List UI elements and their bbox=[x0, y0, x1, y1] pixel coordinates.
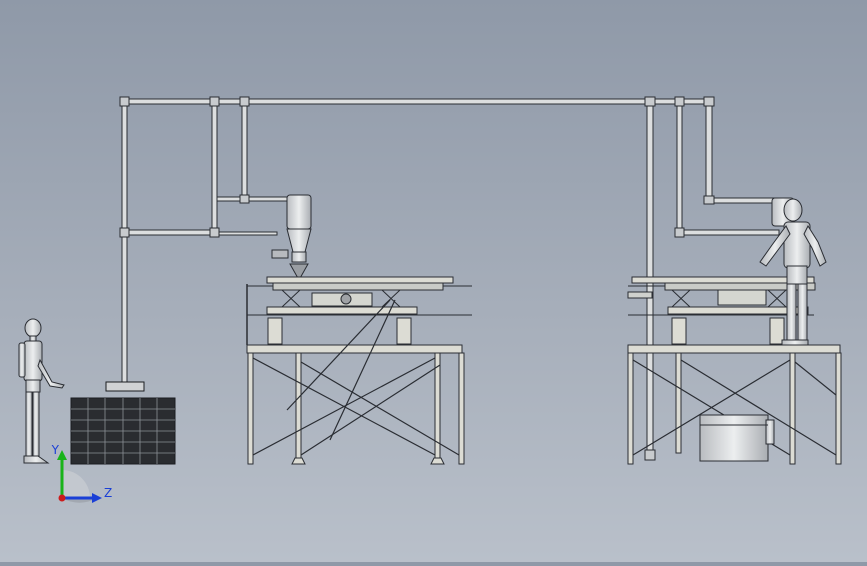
triad-origin bbox=[58, 494, 66, 502]
hopper-loader-left bbox=[271, 194, 312, 282]
triad-y-arrow bbox=[57, 450, 67, 460]
vibrating-table-left bbox=[247, 276, 472, 345]
vibrating-table-right bbox=[627, 276, 816, 345]
pallet-stack bbox=[70, 381, 176, 465]
operator-figure-left bbox=[18, 318, 65, 464]
coordinate-triad: Y Z bbox=[51, 443, 112, 503]
triad-y-label: Y bbox=[51, 443, 60, 457]
control-box bbox=[699, 414, 775, 462]
triad-z-arrow bbox=[92, 493, 102, 503]
pipe-joints bbox=[119, 96, 715, 461]
support-frame-right bbox=[627, 344, 842, 465]
triad-z-label: Z bbox=[104, 486, 112, 500]
triad-arc bbox=[62, 470, 90, 498]
support-frame-left bbox=[246, 284, 465, 465]
operator-figure-right bbox=[759, 198, 827, 346]
